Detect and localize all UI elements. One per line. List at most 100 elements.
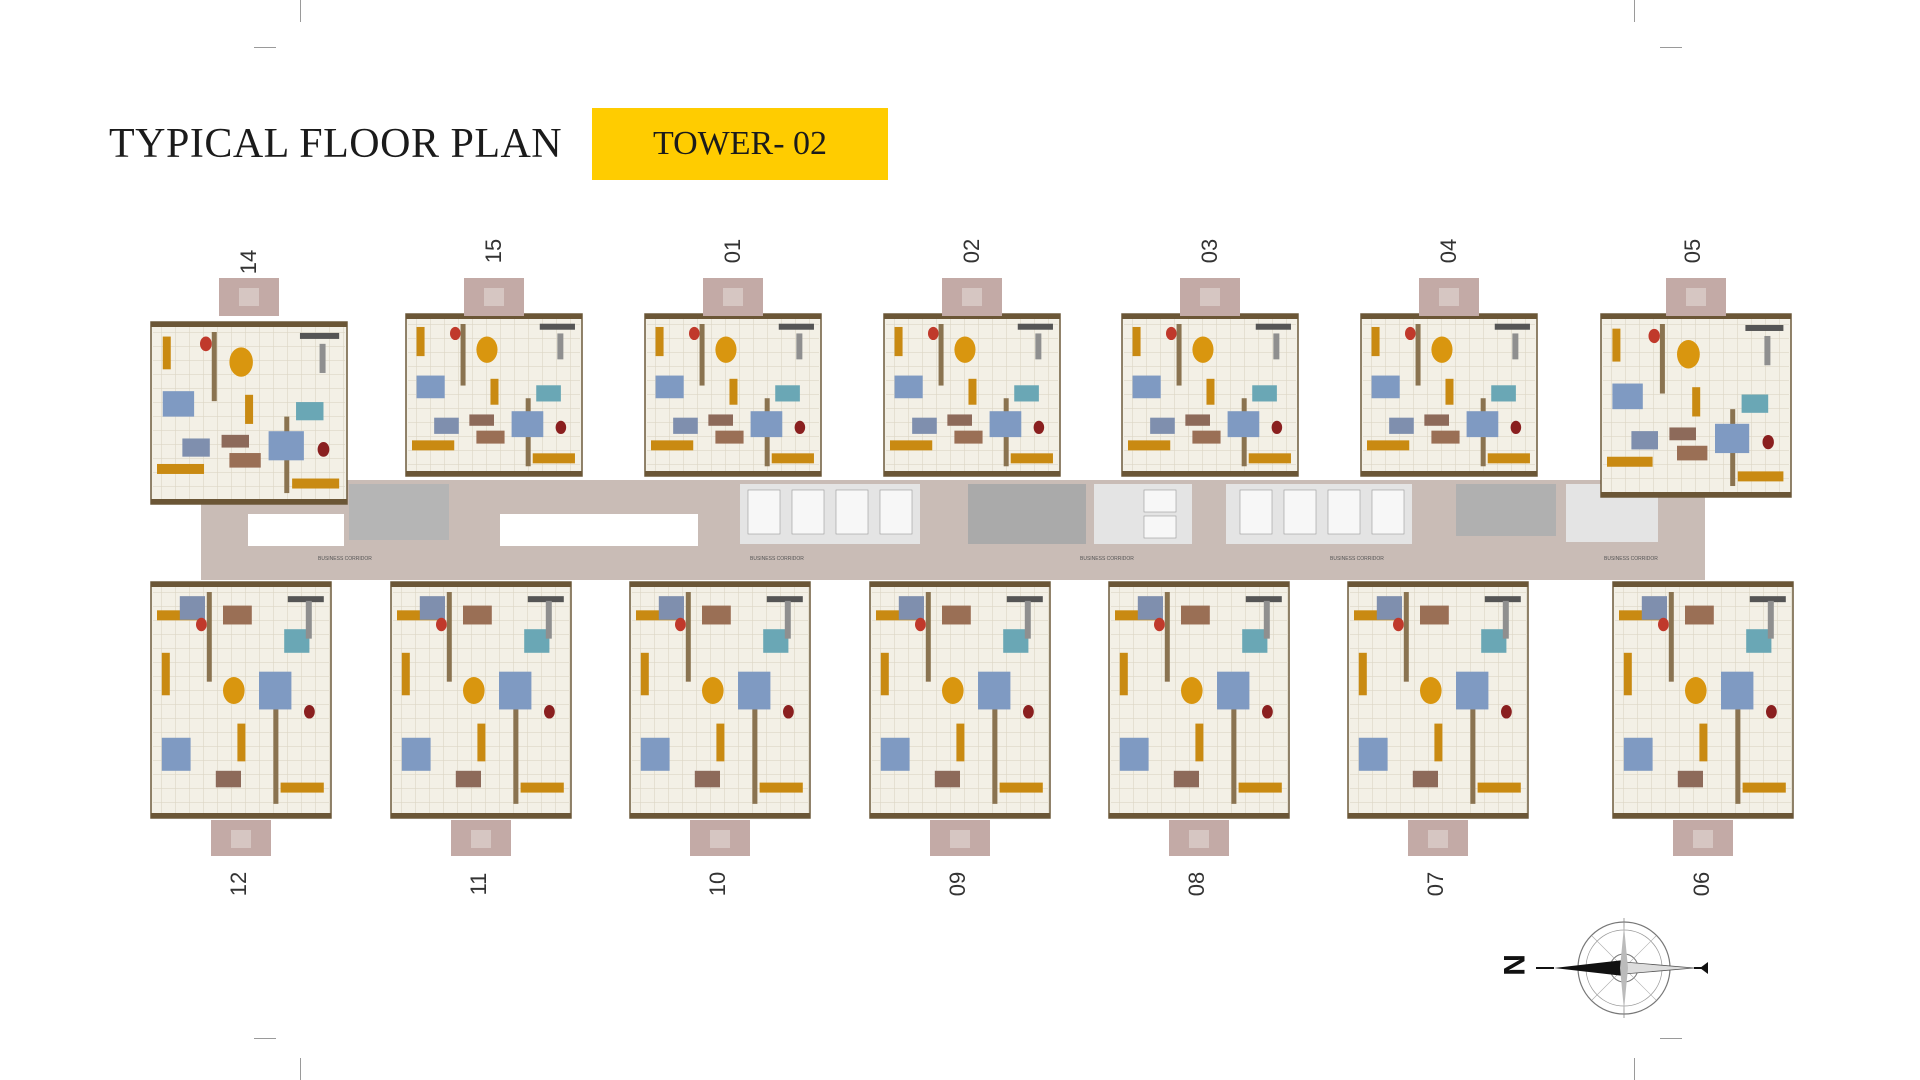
floor-grid xyxy=(1111,802,1287,803)
floor-grid xyxy=(153,332,345,333)
wall xyxy=(645,314,821,319)
dining-table xyxy=(1685,677,1707,705)
floor-grid xyxy=(647,338,819,339)
kitchen-counter xyxy=(1245,596,1282,603)
bed xyxy=(673,417,698,434)
floor-grid xyxy=(161,324,162,502)
sofa xyxy=(463,605,492,625)
kitchen-counter xyxy=(1745,324,1784,331)
floor-grid xyxy=(287,324,288,502)
floor-grid xyxy=(1400,584,1401,816)
bed xyxy=(1721,671,1754,710)
wall xyxy=(1415,324,1421,386)
floor-grid xyxy=(1615,676,1791,677)
floor-grid xyxy=(1611,316,1612,495)
floor-grid xyxy=(950,316,951,474)
floor-grid xyxy=(231,324,232,502)
kitchen-counter xyxy=(1006,596,1043,603)
wardrobe xyxy=(729,378,738,405)
wardrobe xyxy=(1010,453,1053,464)
sofa xyxy=(455,770,481,788)
plant xyxy=(1271,420,1283,434)
corridor-label: BUSINESS CORRIDOR xyxy=(1080,556,1134,562)
floor-grid xyxy=(894,316,895,474)
wardrobe xyxy=(397,610,441,621)
floor-grid xyxy=(1124,408,1296,409)
floor-grid xyxy=(1048,316,1049,474)
floor-grid xyxy=(393,662,569,663)
floor-grid xyxy=(393,718,569,719)
floor-grid xyxy=(486,316,487,474)
wardrobe xyxy=(1358,652,1367,696)
sofa xyxy=(1431,430,1460,444)
wall xyxy=(206,592,212,682)
floor-grid xyxy=(1623,584,1624,816)
sofa xyxy=(702,605,731,625)
wall xyxy=(1613,813,1793,818)
stair-core xyxy=(349,484,449,540)
bed xyxy=(1631,431,1658,450)
unit-number: 14 xyxy=(236,249,261,275)
lift-shaft xyxy=(791,489,825,535)
dining-table xyxy=(463,677,485,705)
wall xyxy=(460,324,466,386)
wall xyxy=(1403,592,1409,682)
wardrobe xyxy=(1195,723,1204,762)
bed xyxy=(259,671,292,710)
floor-grid xyxy=(872,802,1048,803)
kitchen-counter xyxy=(545,600,552,639)
bed xyxy=(536,385,561,402)
floor-grid xyxy=(393,788,569,789)
unit-number: 15 xyxy=(481,238,506,264)
bed xyxy=(284,629,310,653)
floor-grid xyxy=(408,324,580,325)
kitchen-counter xyxy=(557,333,564,360)
floor-grid xyxy=(894,584,895,816)
lift-shaft xyxy=(1143,489,1177,513)
bed xyxy=(894,375,923,399)
floor-grid xyxy=(1124,450,1296,451)
tower-label: TOWER- 02 xyxy=(652,125,828,162)
wardrobe xyxy=(1607,456,1653,467)
floor-grid xyxy=(1498,584,1499,816)
wall xyxy=(151,499,347,504)
wall xyxy=(1348,813,1528,818)
wall xyxy=(513,704,519,804)
floor-grid xyxy=(1442,584,1443,816)
floor-grid xyxy=(872,704,1048,705)
floor-grid xyxy=(1526,584,1527,816)
wall xyxy=(630,582,810,587)
floor-grid xyxy=(1363,464,1535,465)
floor-grid xyxy=(1124,324,1296,325)
balcony-detail xyxy=(1686,288,1706,306)
wardrobe xyxy=(655,326,664,357)
kitchen-counter xyxy=(1749,596,1786,603)
sofa xyxy=(1192,430,1221,444)
wall xyxy=(752,704,758,804)
plant xyxy=(1405,326,1416,341)
wall xyxy=(1470,704,1476,804)
floor-grid xyxy=(1615,592,1791,593)
floor-grid xyxy=(458,316,459,474)
floor-grid xyxy=(153,704,329,705)
bed xyxy=(416,375,445,399)
wardrobe xyxy=(640,652,649,696)
dining-table xyxy=(702,677,724,705)
floor-grid xyxy=(886,366,1058,367)
wardrobe xyxy=(401,652,410,696)
floor-grid xyxy=(1525,316,1526,474)
balcony-detail xyxy=(1428,830,1448,848)
wall xyxy=(151,322,347,327)
kitchen-counter xyxy=(1512,333,1519,360)
floor-grid xyxy=(1615,788,1791,789)
kitchen-counter xyxy=(766,596,803,603)
floor-grid xyxy=(408,464,580,465)
corridor-label: BUSINESS CORRIDOR xyxy=(1330,556,1384,562)
floor-grid xyxy=(632,592,808,593)
floor-grid xyxy=(1259,584,1260,816)
balcony-detail xyxy=(1200,288,1220,306)
wall xyxy=(1668,592,1674,682)
floor-grid xyxy=(1174,316,1175,474)
bed xyxy=(1252,385,1277,402)
floor-grid xyxy=(647,324,819,325)
